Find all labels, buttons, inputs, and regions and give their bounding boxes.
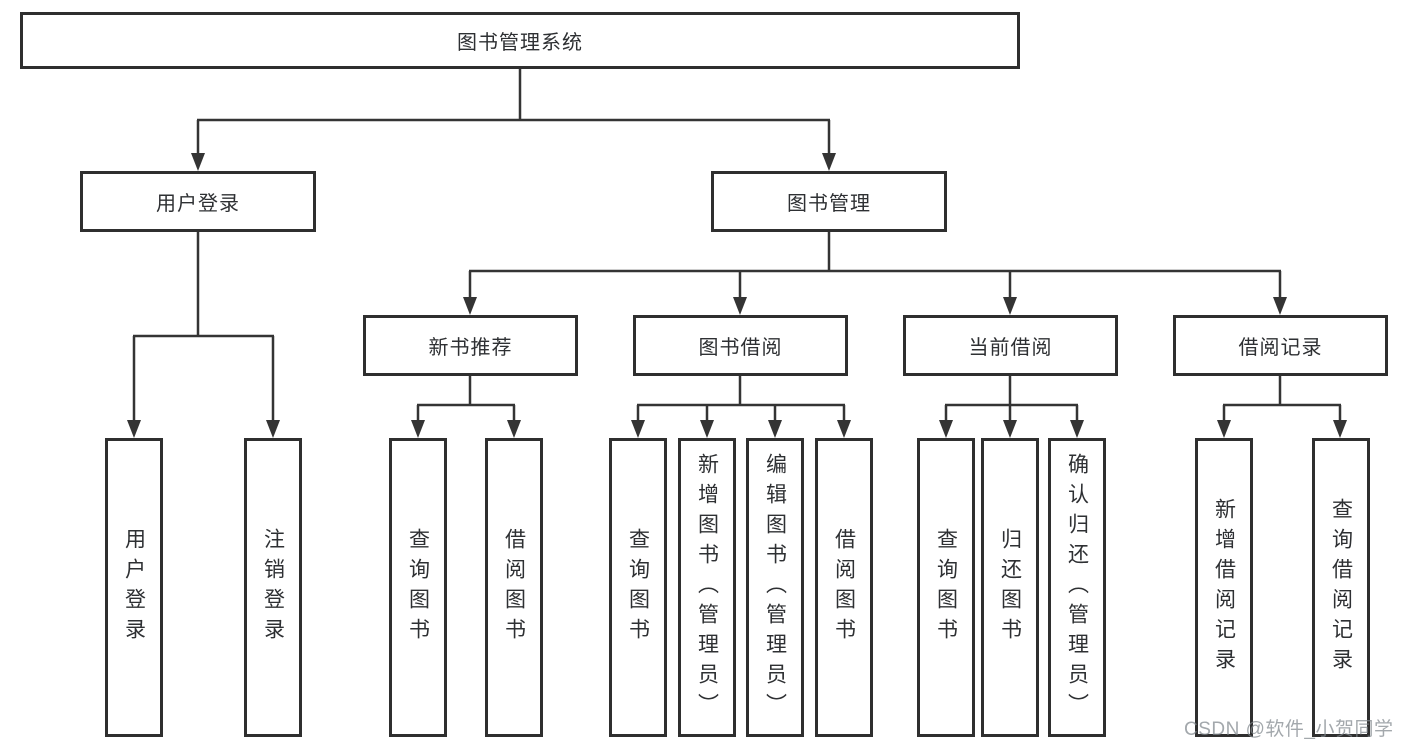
- node-leaf-return-book: 归还图书: [981, 438, 1039, 737]
- node-leaf-confirm-return-admin: 确认归还（管理员）: [1048, 438, 1106, 737]
- connector-current-borrow-to-leaves: [939, 376, 1084, 438]
- node-label: 图书管理系统: [457, 32, 583, 54]
- node-leaf-borrow-books-2: 借阅图书: [815, 438, 873, 737]
- arrow-down-icon: [127, 420, 141, 438]
- arrow-down-icon: [768, 420, 782, 438]
- arrow-down-icon: [700, 420, 714, 438]
- arrow-down-icon: [837, 420, 851, 438]
- node-label: 新增图书（管理员）: [695, 452, 719, 723]
- node-book-borrowing: 图书借阅: [633, 315, 848, 376]
- node-label: 当前借阅: [968, 337, 1053, 359]
- connector-new-book-rec-to-leaves: [411, 376, 521, 438]
- node-label: 用户登录: [122, 527, 146, 648]
- node-label: 查询图书: [406, 527, 430, 648]
- connector-borrow-records-to-leaves: [1217, 376, 1347, 438]
- node-label: 图书借阅: [698, 337, 783, 359]
- arrow-down-icon: [1273, 297, 1287, 315]
- watermark: CSDN @软件_小贺同学: [1184, 719, 1394, 740]
- node-leaf-query-books-3: 查询图书: [917, 438, 975, 737]
- node-leaf-user-login: 用户登录: [105, 438, 163, 737]
- node-label: 编辑图书（管理员）: [763, 452, 787, 723]
- arrow-down-icon: [1333, 420, 1347, 438]
- node-label: 查询图书: [626, 527, 650, 648]
- node-label: 新书推荐: [428, 337, 513, 359]
- node-label: 借阅图书: [502, 527, 526, 648]
- node-leaf-add-borrow-record: 新增借阅记录: [1195, 438, 1253, 737]
- node-label: 新增借阅记录: [1212, 497, 1236, 678]
- node-leaf-add-book-admin: 新增图书（管理员）: [678, 438, 736, 737]
- node-label: 图书管理: [787, 193, 871, 215]
- arrow-down-icon: [1003, 420, 1017, 438]
- arrow-down-icon: [266, 420, 280, 438]
- node-current-borrowing: 当前借阅: [903, 315, 1118, 376]
- arrow-down-icon: [411, 420, 425, 438]
- node-label: 查询借阅记录: [1329, 497, 1353, 678]
- node-label: 注销登录: [261, 527, 285, 648]
- node-leaf-edit-book-admin: 编辑图书（管理员）: [746, 438, 804, 737]
- node-leaf-query-borrow-record: 查询借阅记录: [1312, 438, 1370, 737]
- arrow-down-icon: [733, 297, 747, 315]
- node-library-system: 图书管理系统: [20, 12, 1020, 69]
- connector-root-to-level2: [191, 69, 836, 171]
- node-leaf-borrow-books-1: 借阅图书: [485, 438, 543, 737]
- node-label: 借阅记录: [1238, 337, 1323, 359]
- arrow-down-icon: [939, 420, 953, 438]
- arrow-down-icon: [822, 153, 836, 171]
- node-label: 用户登录: [156, 193, 240, 215]
- node-leaf-query-books-2: 查询图书: [609, 438, 667, 737]
- node-label: 确认归还（管理员）: [1065, 452, 1089, 723]
- node-leaf-query-books-1: 查询图书: [389, 438, 447, 737]
- arrow-down-icon: [1003, 297, 1017, 315]
- arrow-down-icon: [463, 297, 477, 315]
- arrow-down-icon: [191, 153, 205, 171]
- connector-user-login-to-leaves: [127, 232, 280, 438]
- node-leaf-logout: 注销登录: [244, 438, 302, 737]
- connector-book-borrow-to-leaves: [631, 376, 851, 438]
- node-new-book-recommend: 新书推荐: [363, 315, 578, 376]
- arrow-down-icon: [507, 420, 521, 438]
- node-borrow-records: 借阅记录: [1173, 315, 1388, 376]
- arrow-down-icon: [631, 420, 645, 438]
- node-user-login: 用户登录: [80, 171, 316, 232]
- node-label: 借阅图书: [832, 527, 856, 648]
- node-label: 查询图书: [934, 527, 958, 648]
- arrow-down-icon: [1217, 420, 1231, 438]
- connector-book-mgmt-to-level3: [463, 232, 1287, 315]
- node-label: 归还图书: [998, 527, 1022, 648]
- node-book-management: 图书管理: [711, 171, 947, 232]
- arrow-down-icon: [1070, 420, 1084, 438]
